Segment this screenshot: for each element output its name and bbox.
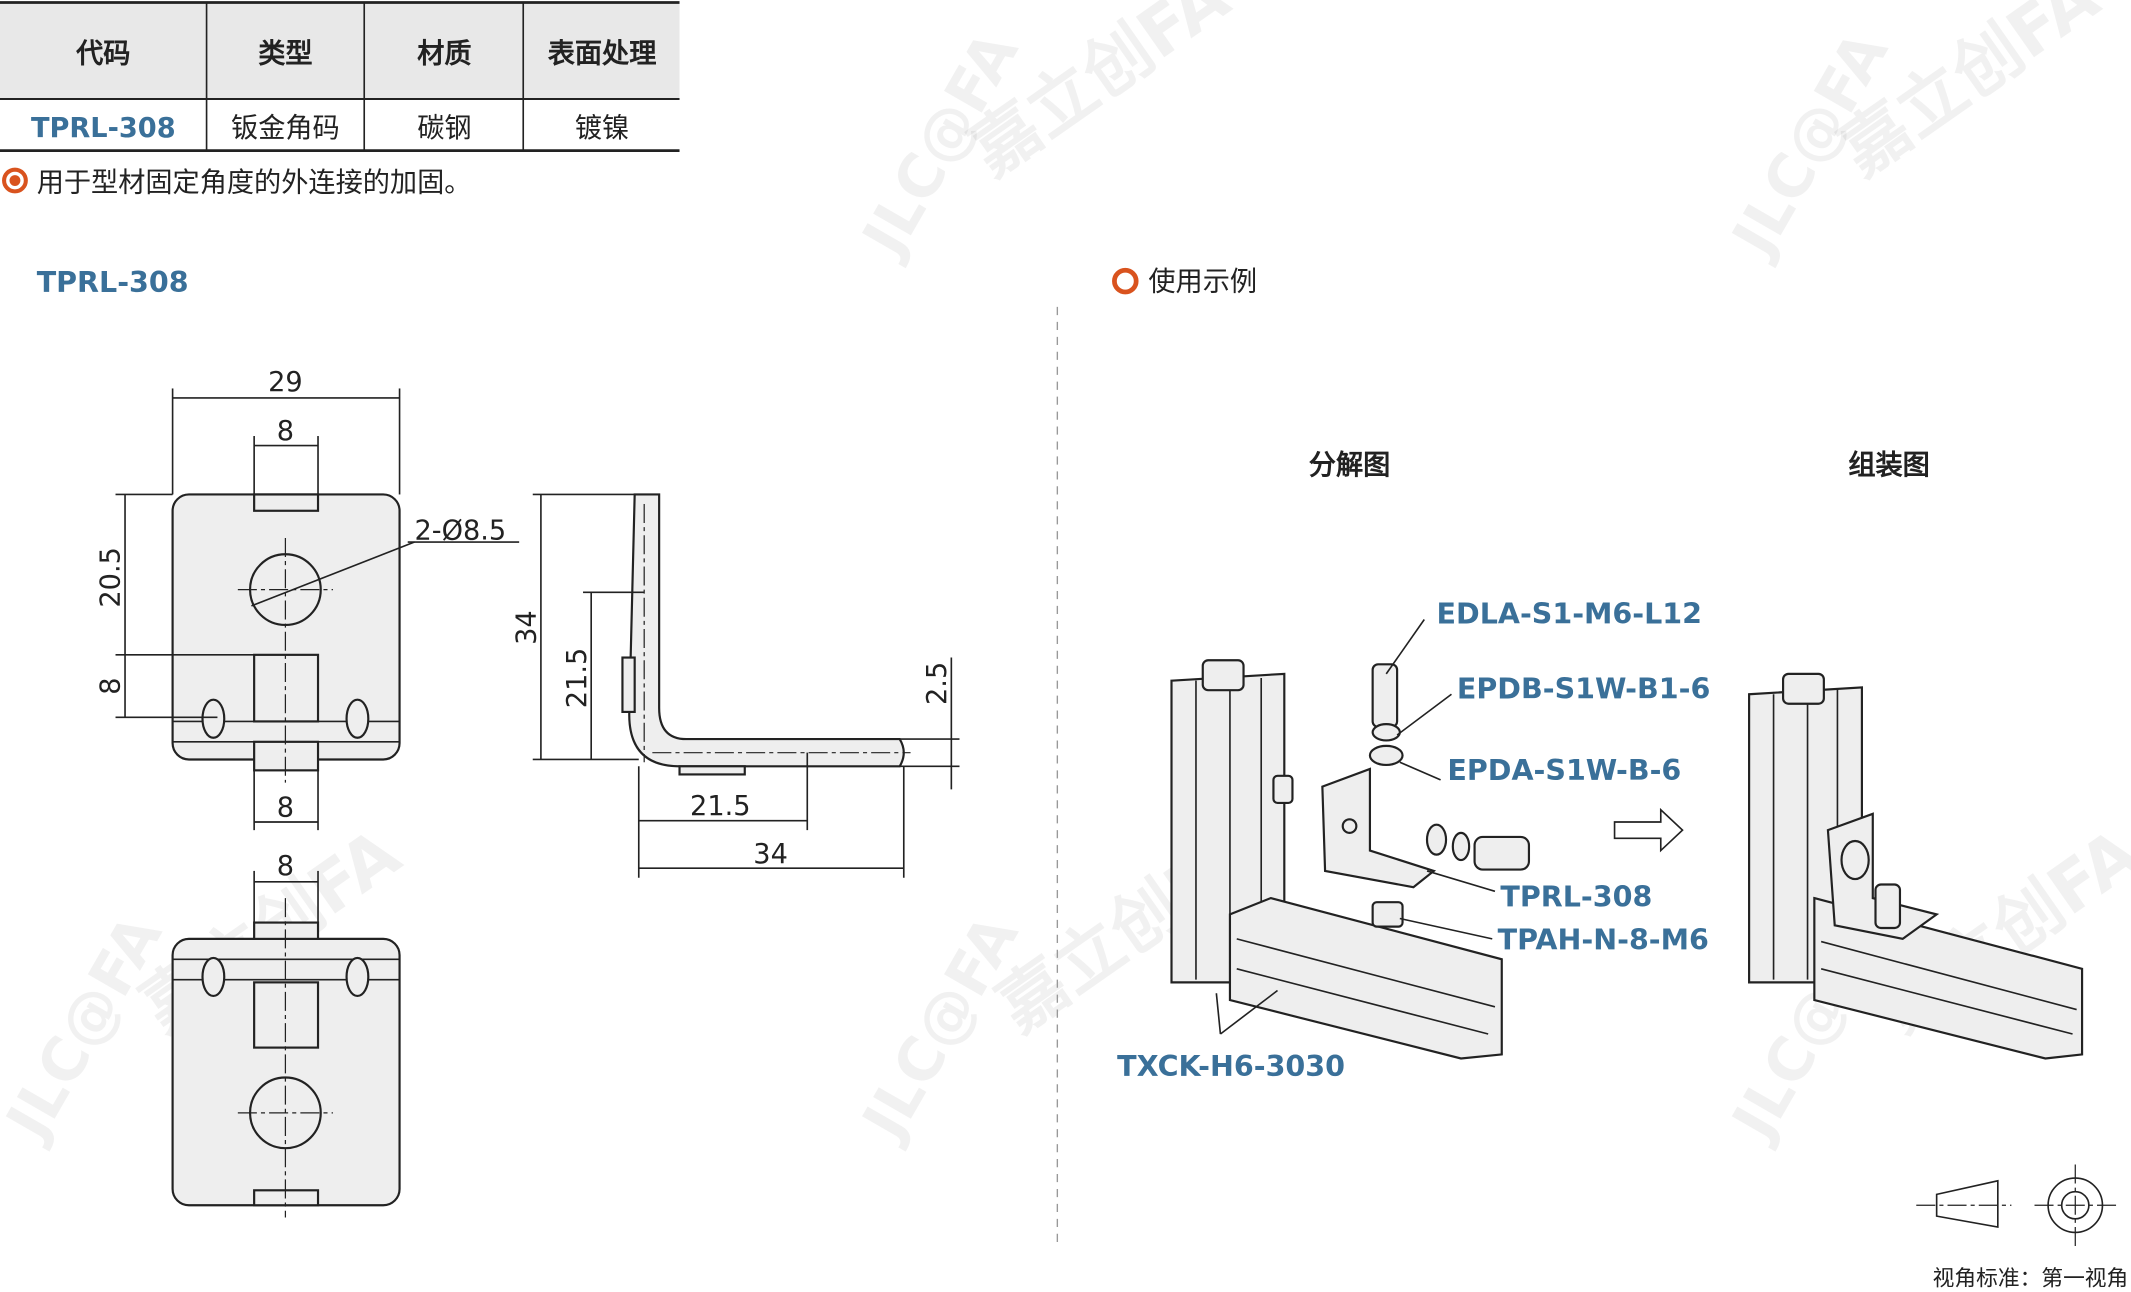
dim-34-vertical: 34 <box>511 610 542 645</box>
dim-hole: 2-Ø8.5 <box>415 515 507 546</box>
watermark-logo: JLC@FA <box>0 904 176 1153</box>
bullet-icon <box>2 167 28 194</box>
description: 用于型材固定角度的外连接的加固。 <box>2 167 472 198</box>
assembled-view-title: 组装图 <box>1848 449 1930 481</box>
view-standard: 视角标准：第一视角 <box>1933 1266 2129 1291</box>
dim-20-5: 20.5 <box>96 547 127 608</box>
dim-8-left: 8 <box>96 677 127 694</box>
drawing-title: TPRL-308 <box>37 266 189 299</box>
dim-21-5-horizontal: 21.5 <box>690 791 751 822</box>
label-epdb: EPDB-S1W-B1-6 <box>1457 672 1710 705</box>
part-labels: EDLA-S1-M6-L12 EPDB-S1W-B1-6 EPDA-S1W-B-… <box>1117 598 1710 1084</box>
usage-title: 使用示例 <box>1148 267 1257 298</box>
label-edla: EDLA-S1-M6-L12 <box>1437 598 1703 631</box>
header-type: 类型 <box>258 38 312 69</box>
header-material: 材质 <box>417 38 471 69</box>
label-epda: EPDA-S1W-B-6 <box>1447 754 1681 787</box>
header-finish: 表面处理 <box>548 38 657 69</box>
cell-finish: 镀镍 <box>575 113 629 144</box>
label-tpah: TPAH-N-8-M6 <box>1498 924 1709 957</box>
dim-8-bottom: 8 <box>277 793 294 824</box>
dim-34-horizontal: 34 <box>753 839 788 870</box>
dim-2-5: 2.5 <box>922 662 953 705</box>
description-text: 用于型材固定角度的外连接的加固。 <box>37 167 472 198</box>
exploded-illustration <box>1170 659 1531 1060</box>
assembled-illustration <box>1748 672 2084 1060</box>
header-code: 代码 <box>75 38 130 69</box>
arrow-right-icon <box>1613 807 1684 853</box>
dim-21-5-vertical: 21.5 <box>562 648 593 709</box>
side-view-drawing: 34 21.5 2.5 21.5 34 <box>511 493 960 878</box>
dim-8-top: 8 <box>277 416 294 447</box>
label-tprl: TPRL-308 <box>1500 880 1652 913</box>
cell-material: 碳钢 <box>417 113 471 144</box>
watermark-logo: JLC@FA <box>848 904 1032 1153</box>
bottom-view-drawing: 8 <box>171 851 401 1218</box>
front-view-drawing: 29 8 2-Ø8.5 20.5 8 8 <box>96 367 520 831</box>
label-txck: TXCK-H6-3030 <box>1117 1050 1345 1083</box>
first-angle-projection-icon <box>1916 1164 2117 1247</box>
ring-icon <box>1112 267 1139 295</box>
spec-table: 代码 类型 材质 表面处理 TPRL-308 钣金角码 碳钢 镀镍 <box>0 1 680 152</box>
cell-code: TPRL-308 <box>31 113 176 144</box>
cell-type: 钣金角码 <box>231 113 340 144</box>
dim-29: 29 <box>268 367 303 398</box>
dim-8-view2: 8 <box>277 851 294 882</box>
exploded-view-title: 分解图 <box>1309 450 1391 481</box>
